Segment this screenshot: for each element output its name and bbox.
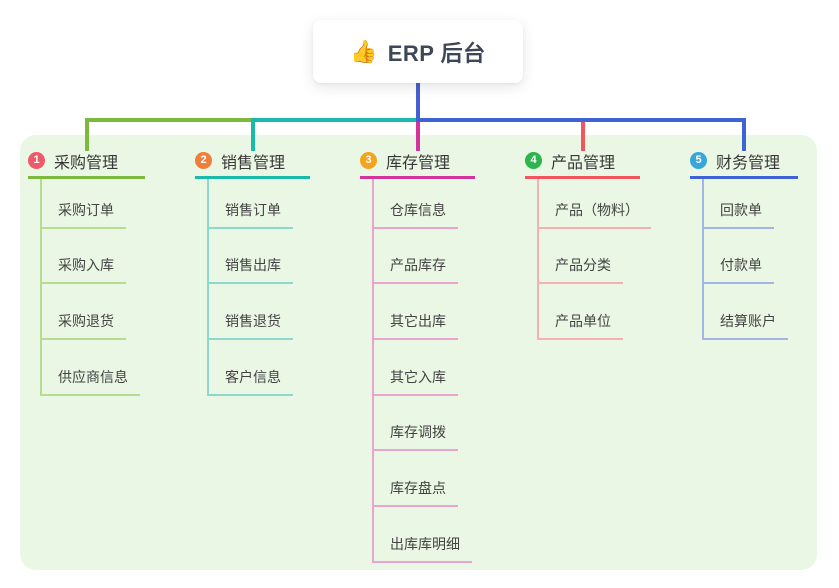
child-node[interactable]: 产品（物料） [539,179,651,229]
child-node-label: 销售出库 [209,255,293,285]
branch-column-2: 2 销售管理 销售订单销售出库销售退货客户信息 [195,145,310,396]
branch-number-badge: 4 [525,152,542,169]
child-node-label: 采购入库 [42,255,126,285]
branch-node[interactable]: 1 采购管理 [28,145,145,179]
child-node-label: 供应商信息 [42,367,140,396]
child-node-label: 库存盘点 [374,478,458,507]
child-node[interactable]: 采购退货 [42,284,145,340]
child-node[interactable]: 回款单 [704,179,798,229]
child-node-label: 回款单 [704,200,774,229]
child-node-label: 采购订单 [42,200,126,229]
branch-children: 销售订单销售出库销售退货客户信息 [207,179,310,396]
branch-number-badge: 3 [360,152,377,169]
child-node-label: 采购退货 [42,311,126,340]
branch-column-5: 5 财务管理 回款单付款单结算账户 [690,145,798,340]
root-label: ERP 后台 [387,40,486,66]
branch-children: 回款单付款单结算账户 [702,179,798,340]
child-node[interactable]: 采购入库 [42,229,145,285]
child-node[interactable]: 产品单位 [539,284,640,340]
child-node[interactable]: 采购订单 [42,179,145,229]
connector-drop-branch-4 [580,118,585,151]
child-node[interactable]: 库存调拨 [374,396,475,452]
child-node-label: 产品（物料） [539,200,651,229]
child-node[interactable]: 其它入库 [374,340,475,396]
child-node[interactable]: 结算账户 [704,284,798,340]
branch-number-badge: 1 [28,152,45,169]
child-node[interactable]: 产品分类 [539,229,640,285]
child-node[interactable]: 供应商信息 [42,340,145,396]
child-node-label: 产品单位 [539,311,623,340]
connector-drop-branch-1 [84,118,89,151]
branch-title: 产品管理 [551,154,616,172]
connector-horizontal-teal [250,118,420,122]
branch-node[interactable]: 2 销售管理 [195,145,310,179]
branch-title: 销售管理 [221,154,286,172]
child-node[interactable]: 其它出库 [374,284,475,340]
child-node-label: 出库库明细 [374,534,472,563]
branches-panel [20,135,817,570]
connector-horizontal-green [84,118,255,122]
child-node-label: 库存调拨 [374,422,458,452]
child-node[interactable]: 销售退货 [209,284,310,340]
branch-column-4: 4 产品管理 产品（物料） 产品分类产品单位 [525,145,651,340]
thumbs-up-icon: 👍 [350,38,378,64]
connector-drop-branch-2 [250,118,255,151]
child-node-label: 结算账户 [704,311,788,340]
child-node[interactable]: 库存盘点 [374,451,475,507]
child-node[interactable]: 产品库存 [374,229,475,285]
child-node-label: 付款单 [704,255,774,285]
child-node[interactable]: 客户信息 [209,340,310,396]
branch-title: 财务管理 [716,154,781,172]
child-node-label: 销售订单 [209,200,293,229]
child-node-label: 产品库存 [374,255,458,285]
child-node[interactable]: 销售出库 [209,229,310,285]
branch-number-badge: 2 [195,152,212,169]
child-node-label: 仓库信息 [374,200,458,229]
branch-column-1: 1 采购管理 采购订单采购入库采购退货供应商信息 [28,145,145,396]
branch-number-badge: 5 [690,152,707,169]
branch-children: 仓库信息产品库存其它出库其它入库库存调拨库存盘点出库库明细 [372,179,475,563]
child-node[interactable]: 出库库明细 [374,507,475,563]
child-node-label: 其它入库 [374,367,458,396]
child-node-label: 销售退货 [209,311,293,340]
root-node[interactable]: 👍 ERP 后台 [313,20,523,83]
child-node-label: 产品分类 [539,255,623,285]
connector-drop-branch-5 [742,118,746,151]
child-node-label: 客户信息 [209,367,293,396]
child-node[interactable]: 销售订单 [209,179,310,229]
child-node[interactable]: 仓库信息 [374,179,475,229]
branch-node[interactable]: 5 财务管理 [690,145,798,179]
child-node-label: 其它出库 [374,311,458,340]
branch-column-3: 3 库存管理 仓库信息产品库存其它出库其它入库库存调拨库存盘点出库库明细 [360,145,475,563]
branch-title: 采购管理 [54,154,119,172]
branch-children: 采购订单采购入库采购退货供应商信息 [40,179,145,396]
connector-root-trunk [415,83,420,122]
connector-drop-branch-3 [415,118,420,151]
branch-node[interactable]: 4 产品管理 [525,145,640,179]
connector-horizontal-blue [415,118,746,122]
child-node[interactable]: 付款单 [704,229,798,285]
branch-children: 产品（物料） 产品分类产品单位 [537,179,651,340]
branch-node[interactable]: 3 库存管理 [360,145,475,179]
branch-title: 库存管理 [386,154,451,172]
